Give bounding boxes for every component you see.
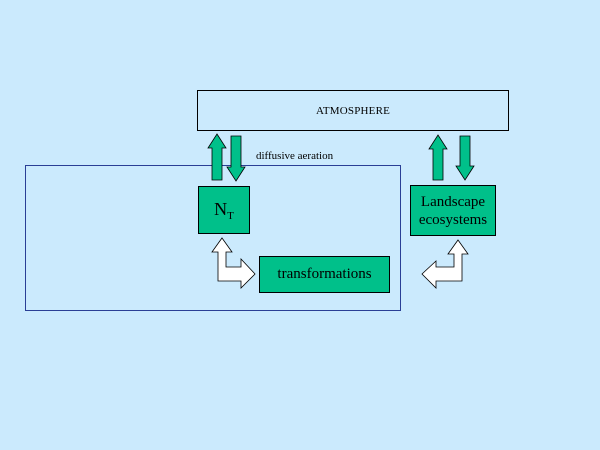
atmosphere-box: ATMOSPHERE (197, 90, 509, 131)
landscape-transformations-arrow-icon (421, 239, 469, 289)
diffusive-aeration-label: diffusive aeration (256, 150, 334, 162)
transformations-label: transformations (277, 266, 372, 282)
nt-down-arrow-icon (226, 135, 246, 182)
landscape-up-arrow-icon (428, 134, 448, 181)
landscape-down-arrow-icon (455, 135, 475, 181)
nt-box: NT (198, 186, 250, 234)
nt-up-arrow-icon (207, 133, 227, 181)
nt-label: NT (214, 198, 234, 222)
atmosphere-label: ATMOSPHERE (315, 104, 391, 117)
transformations-box: transformations (259, 256, 390, 293)
nt-transformations-arrow-icon (211, 237, 256, 289)
